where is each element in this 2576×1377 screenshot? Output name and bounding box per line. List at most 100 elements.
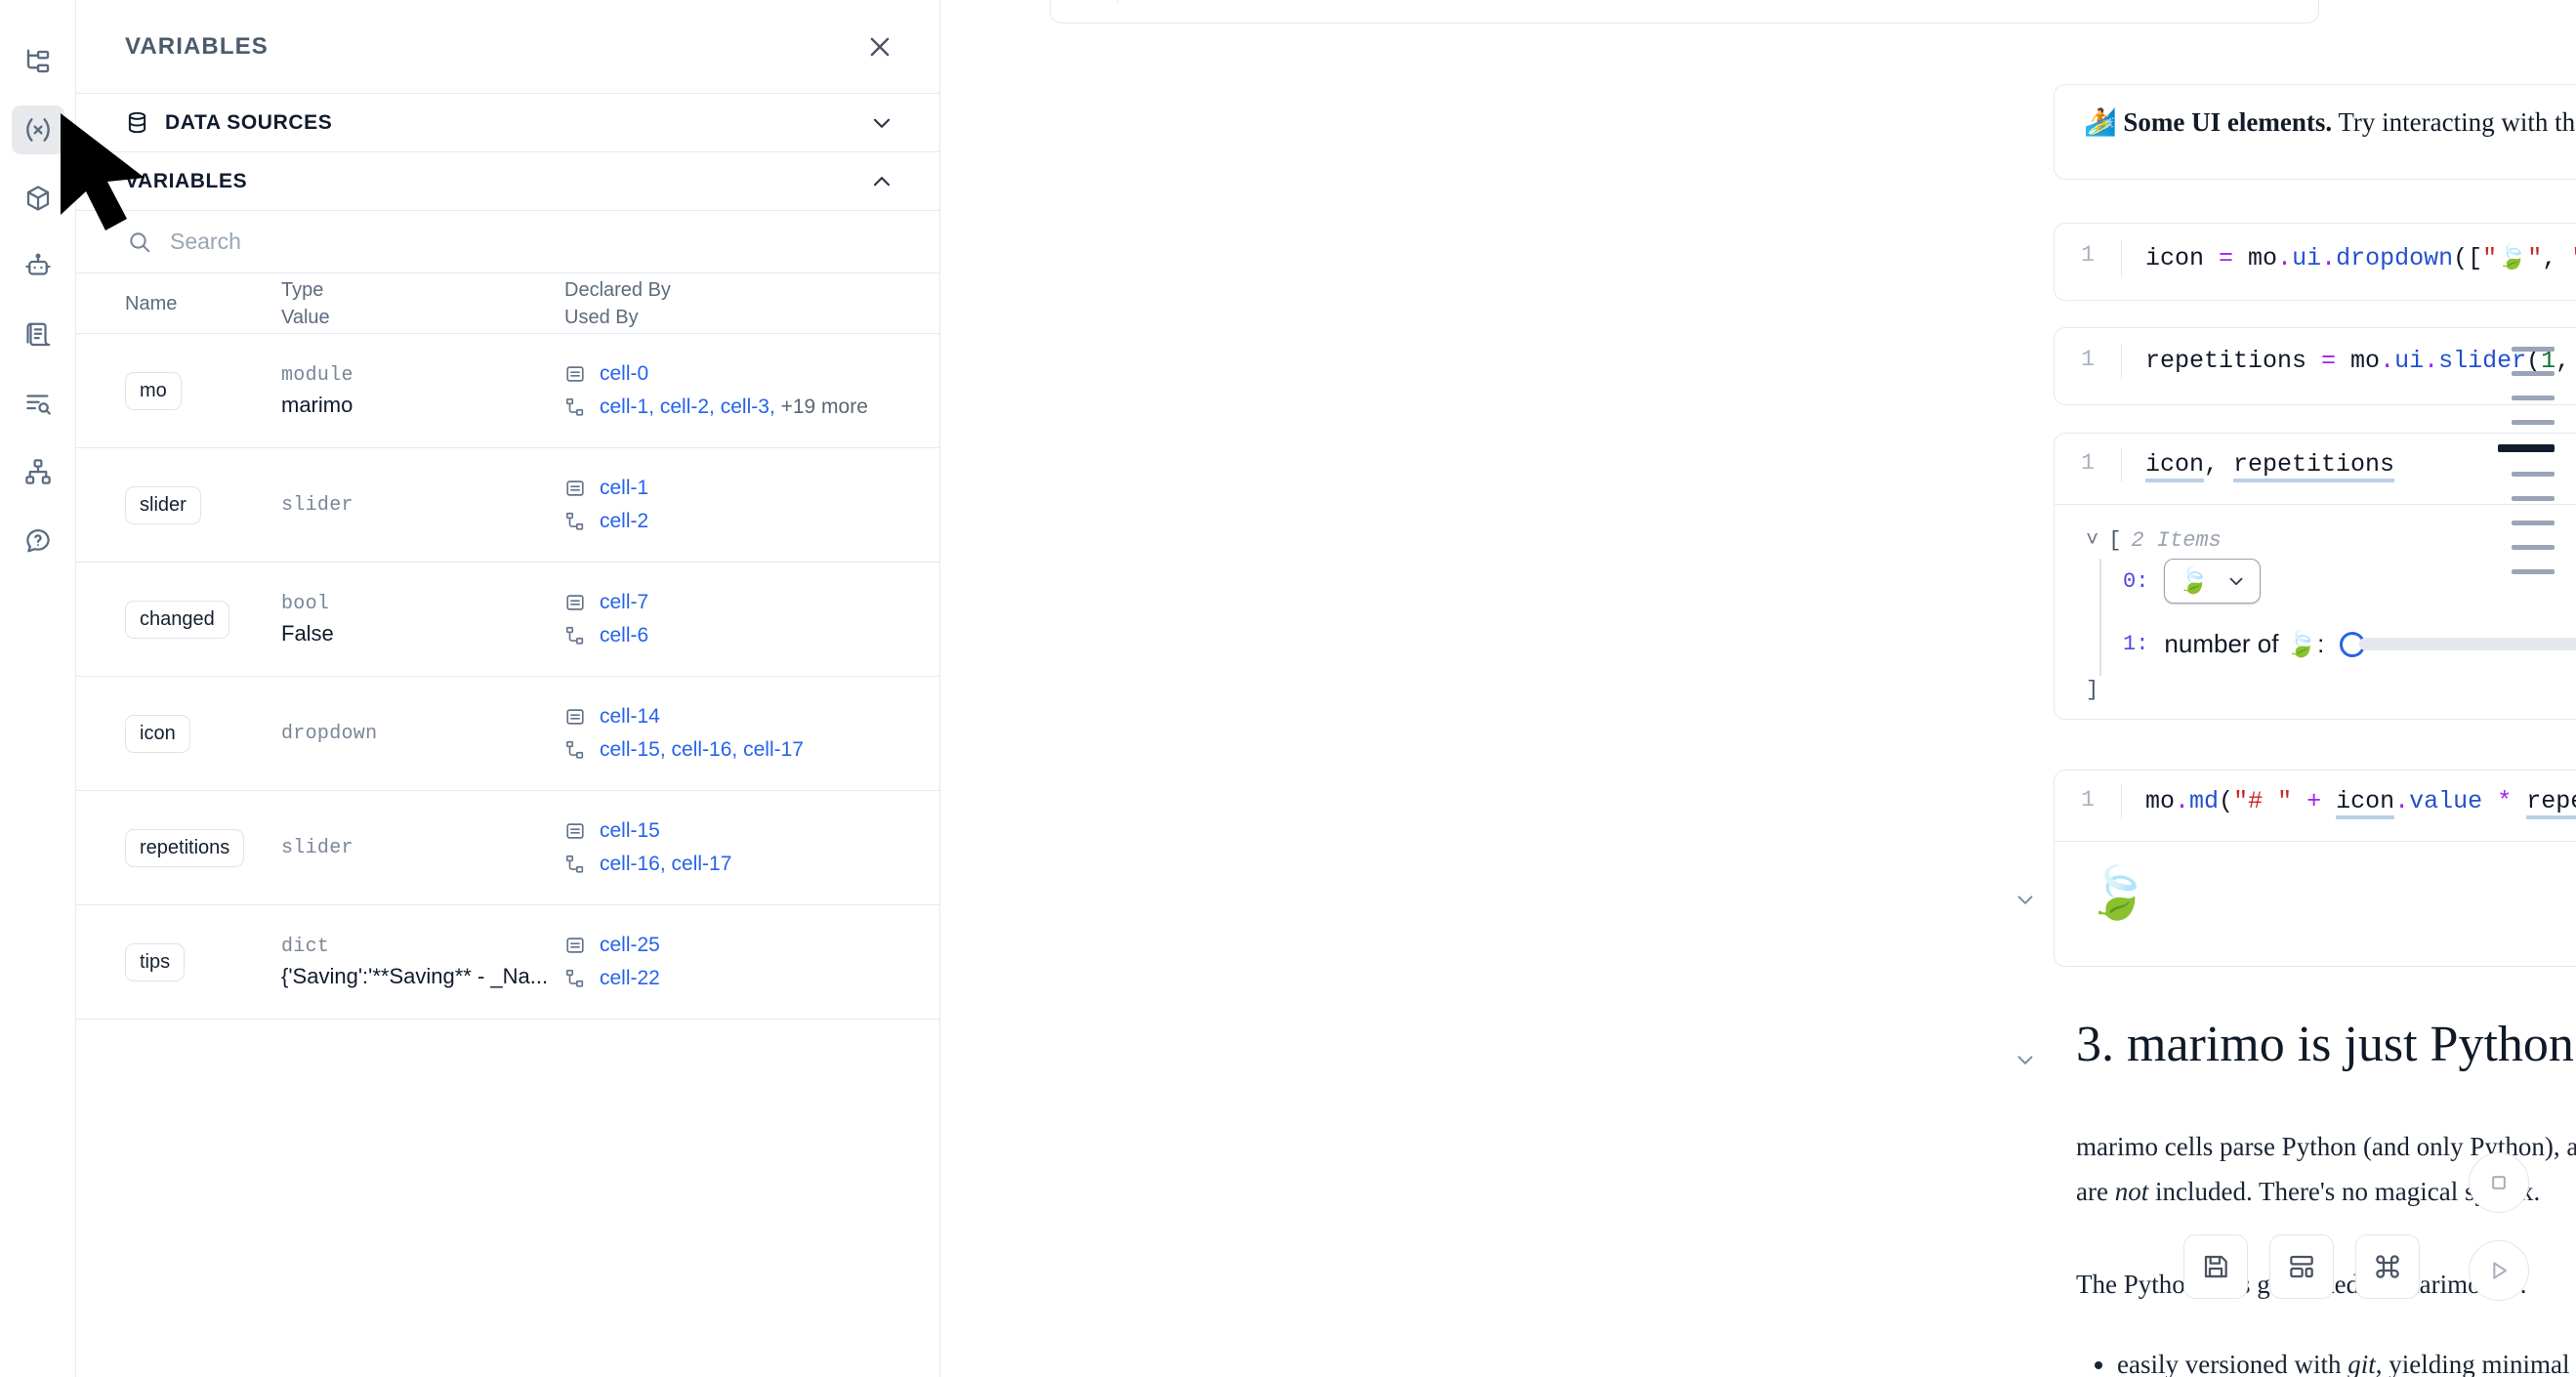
variable-type: bool	[281, 592, 330, 615]
variable-name-chip[interactable]: changed	[125, 600, 229, 639]
variables-icon[interactable]	[11, 105, 64, 154]
variable-name-chip[interactable]: slider	[125, 485, 201, 524]
cell-link[interactable]: cell-0	[600, 362, 649, 385]
variable-name-chip[interactable]: tips	[125, 942, 186, 981]
close-icon[interactable]	[865, 32, 894, 62]
cell-link[interactable]: cell-1	[600, 477, 649, 499]
cell-icon	[564, 363, 586, 385]
cell-link[interactable]: cell-16	[671, 738, 732, 761]
cell-link[interactable]: cell-22	[600, 967, 660, 989]
cell-markdown-clipped[interactable]: 1 """🏄 Some UI elements.""" Try interact…	[1050, 0, 2319, 23]
run-button[interactable]	[2469, 1240, 2529, 1301]
chevron-up-icon[interactable]	[869, 169, 894, 194]
cell-links[interactable]: cell-1, cell-2, cell-3, +19 more	[600, 396, 868, 418]
declared-by-line: cell-14	[564, 705, 930, 729]
minimap-mark[interactable]	[2512, 496, 2555, 501]
variable-name-chip[interactable]: icon	[125, 714, 190, 753]
dropdown-widget[interactable]: 🍃	[2164, 559, 2261, 604]
minimap-mark[interactable]	[2512, 371, 2555, 376]
cell-link[interactable]: cell-2	[600, 510, 649, 532]
cell-links[interactable]: cell-2	[600, 510, 648, 533]
section-collapse-caret[interactable]	[2013, 1047, 2038, 1072]
minimap-mark[interactable]	[2512, 396, 2555, 400]
used-by-line: cell-15, cell-16, cell-17	[564, 738, 930, 762]
code-cell-display[interactable]: 1 icon, repetitions	[2054, 433, 2576, 505]
search-input[interactable]	[170, 229, 894, 255]
minimap-mark[interactable]	[2512, 569, 2555, 574]
used-by-line: cell-16, cell-17	[564, 853, 930, 876]
cell-link[interactable]: cell-2	[659, 396, 710, 418]
logs-icon[interactable]	[12, 311, 64, 359]
dependency-icon	[564, 511, 586, 532]
minimap-mark[interactable]	[2498, 444, 2555, 452]
command-palette-button[interactable]	[2355, 1234, 2420, 1299]
code-cell-icon[interactable]: 1 icon = mo.ui.dropdown(["🍃", "🏄", "✨"],…	[2054, 223, 2576, 301]
variable-name-chip[interactable]: repetitions	[125, 828, 245, 867]
find-replace-icon[interactable]	[12, 379, 64, 428]
more-count[interactable]: +19 more	[780, 396, 868, 418]
cell-link[interactable]: cell-16	[600, 853, 660, 875]
declared-by-line: cell-0	[564, 362, 930, 386]
section-data-sources[interactable]: DATA SOURCES	[76, 94, 939, 152]
file-tree-icon[interactable]	[12, 37, 64, 86]
cell-links[interactable]: cell-0	[600, 362, 648, 386]
help-icon[interactable]	[12, 516, 64, 564]
slider-track[interactable]	[2359, 638, 2576, 650]
column-header-type: Type	[281, 279, 324, 301]
cell-link[interactable]: cell-15	[600, 819, 660, 842]
list-item-1-index: 1:	[2123, 632, 2149, 656]
cell-links[interactable]: cell-14	[600, 705, 660, 729]
cell-link[interactable]: cell-17	[671, 853, 732, 875]
clipped-code-text: """🏄 Some UI elements.""" Try interactin…	[1117, 0, 2124, 4]
code-text-md: mo.md("# " + icon.value * repetitions.va…	[2121, 784, 2576, 820]
cell-links[interactable]: cell-16, cell-17	[600, 853, 732, 875]
code-cell-repetitions[interactable]: 1 repetitions = mo.ui.slider(1, 16, labe…	[2054, 327, 2576, 405]
ai-assistant-icon[interactable]	[12, 242, 64, 291]
save-button[interactable]	[2183, 1234, 2248, 1299]
packages-icon[interactable]	[12, 174, 64, 223]
minimap-mark[interactable]	[2512, 420, 2555, 425]
minimap-mark[interactable]	[2512, 347, 2555, 352]
cell-link[interactable]: cell-17	[743, 738, 804, 761]
list-collapse-caret[interactable]: ˅	[2086, 528, 2099, 553]
declared-by-line: cell-1	[564, 477, 930, 500]
chevron-down-icon[interactable]	[869, 110, 894, 136]
cell-link[interactable]: cell-3	[720, 396, 769, 418]
slider-widget[interactable]	[2340, 631, 2576, 657]
cell-links[interactable]: cell-22	[600, 967, 660, 990]
notebook-minimap[interactable]	[2498, 347, 2555, 574]
minimap-mark[interactable]	[2512, 521, 2555, 525]
dependency-icon	[564, 968, 586, 989]
cell-link[interactable]: cell-25	[600, 934, 660, 956]
minimap-mark[interactable]	[2512, 545, 2555, 550]
cell-link[interactable]: cell-1	[600, 396, 649, 418]
code-cell-md[interactable]: 1 mo.md("# " + icon.value * repetitions.…	[2054, 770, 2576, 842]
cell-links[interactable]: cell-6	[600, 624, 648, 647]
stop-button[interactable]	[2469, 1152, 2529, 1213]
floating-run-controls	[2469, 1152, 2529, 1301]
cell-links[interactable]: cell-25	[600, 934, 660, 957]
dependency-icon	[564, 854, 586, 875]
section-variables[interactable]: VARIABLES	[76, 152, 939, 211]
variable-name-chip[interactable]: mo	[125, 371, 182, 410]
list-items-count: 2 Items	[2131, 528, 2222, 553]
output-collapse-caret[interactable]	[2013, 887, 2038, 912]
cell-link[interactable]: cell-6	[600, 624, 649, 647]
minimap-mark[interactable]	[2512, 472, 2555, 477]
dependency-graph-icon[interactable]	[12, 447, 64, 496]
cell-link[interactable]: cell-15	[600, 738, 660, 761]
cell-links[interactable]: cell-7	[600, 591, 648, 614]
layout-button[interactable]	[2269, 1234, 2334, 1299]
cell-link[interactable]: cell-7	[600, 591, 649, 613]
cell-links[interactable]: cell-15, cell-16, cell-17	[600, 738, 804, 761]
cell-links[interactable]: cell-15	[600, 819, 660, 843]
cell-link[interactable]: cell-14	[600, 705, 660, 728]
cell-links[interactable]: cell-1	[600, 477, 648, 500]
